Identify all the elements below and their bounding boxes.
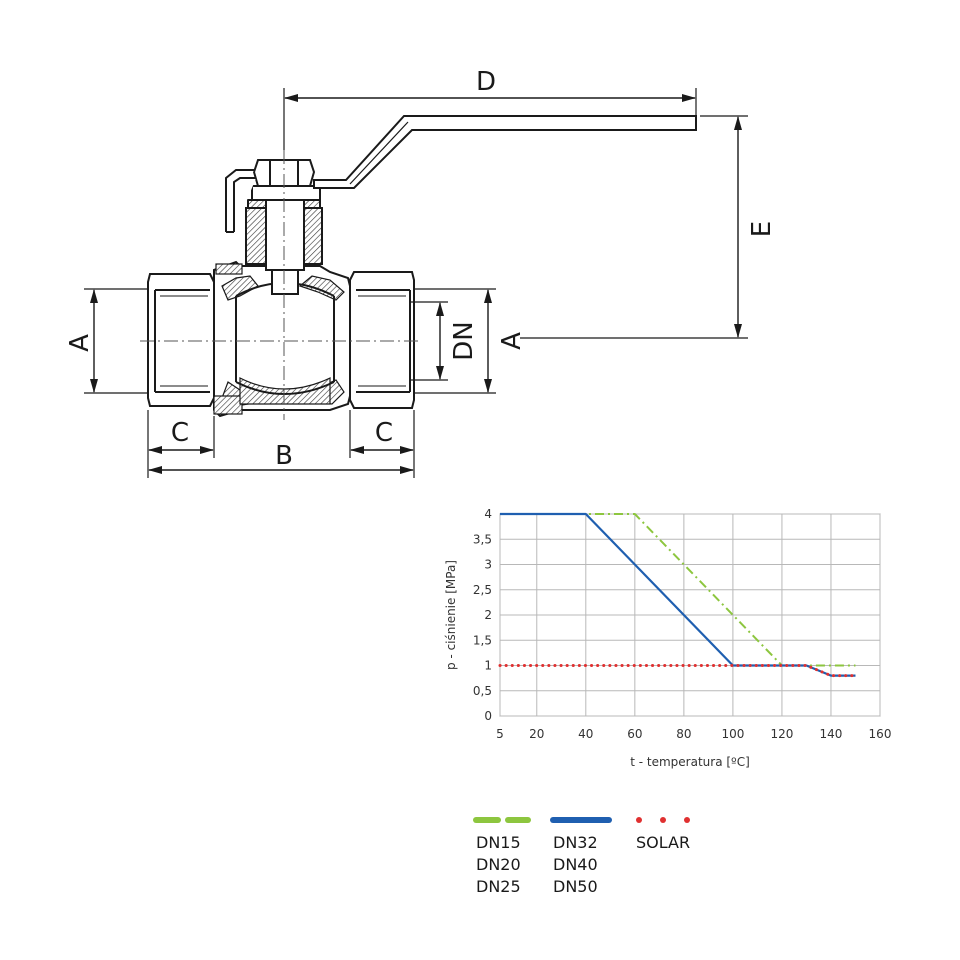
- series-line-1: [500, 513, 856, 667]
- x-tick-label: 40: [578, 727, 593, 741]
- x-tick-label: 160: [869, 727, 892, 741]
- legend-label: DN32: [553, 833, 598, 852]
- dim-label-a-right: A: [497, 332, 527, 350]
- y-tick-label: 0: [484, 709, 492, 723]
- plot-frame: [499, 513, 881, 717]
- legend-swatch-3-dot: [660, 817, 666, 823]
- dim-label-e: E: [747, 221, 777, 237]
- dim-label-c-left: C: [171, 418, 189, 448]
- y-tick-label: 4: [484, 507, 492, 521]
- x-tick-label: 100: [721, 727, 744, 741]
- ball: [235, 282, 335, 395]
- legend-label: DN40: [553, 855, 598, 874]
- legend-label: DN15: [476, 833, 521, 852]
- x-tick-label: 140: [820, 727, 843, 741]
- dimension-lines: [90, 94, 742, 474]
- dim-label-a-left: A: [65, 334, 95, 352]
- x-axis-label: t - temperatura [ºC]: [630, 755, 750, 769]
- series-line-3: [498, 664, 857, 678]
- legend-swatch-3-dot: [636, 817, 642, 823]
- y-tick-label: 0,5: [473, 684, 492, 698]
- x-tick-label: 120: [770, 727, 793, 741]
- legend-label: DN20: [476, 855, 521, 874]
- x-tick-label: 60: [627, 727, 642, 741]
- y-tick-label: 3: [484, 558, 492, 572]
- ball-valve-drawing: A A DN B C C D E: [65, 67, 777, 478]
- dim-label-b: B: [275, 441, 293, 471]
- valve-sections: [213, 263, 345, 415]
- valve-handle: [225, 115, 697, 233]
- legend-swatch-3-dot: [684, 817, 690, 823]
- chart-axes: 5 20 40 60 80 100 120 140 160 0 0,5 1 1,5 2 2,5 3 3,5 4: [473, 507, 892, 741]
- chart-grid: [499, 513, 881, 717]
- dim-label-d: D: [476, 67, 496, 97]
- valve-body: [147, 260, 415, 418]
- series-line-2: [500, 512, 856, 677]
- y-tick-label: 1: [484, 659, 492, 673]
- legend-label: DN50: [553, 877, 598, 896]
- x-tick-label: 5: [496, 727, 504, 741]
- centerlines: [140, 150, 420, 420]
- y-tick-label: 2: [484, 608, 492, 622]
- legend-label: SOLAR: [636, 833, 690, 852]
- y-axis-label: p - ciśnienie [MPa]: [444, 560, 458, 670]
- dim-label-c-right: C: [375, 418, 393, 448]
- dim-label-dn: DN: [449, 321, 479, 360]
- y-tick-label: 2,5: [473, 583, 492, 597]
- legend-label: DN25: [476, 877, 521, 896]
- chart-series: [498, 512, 857, 678]
- y-tick-label: 3,5: [473, 532, 492, 546]
- y-tick-label: 1,5: [473, 633, 492, 647]
- x-tick-label: 80: [676, 727, 691, 741]
- x-tick-label: 20: [529, 727, 544, 741]
